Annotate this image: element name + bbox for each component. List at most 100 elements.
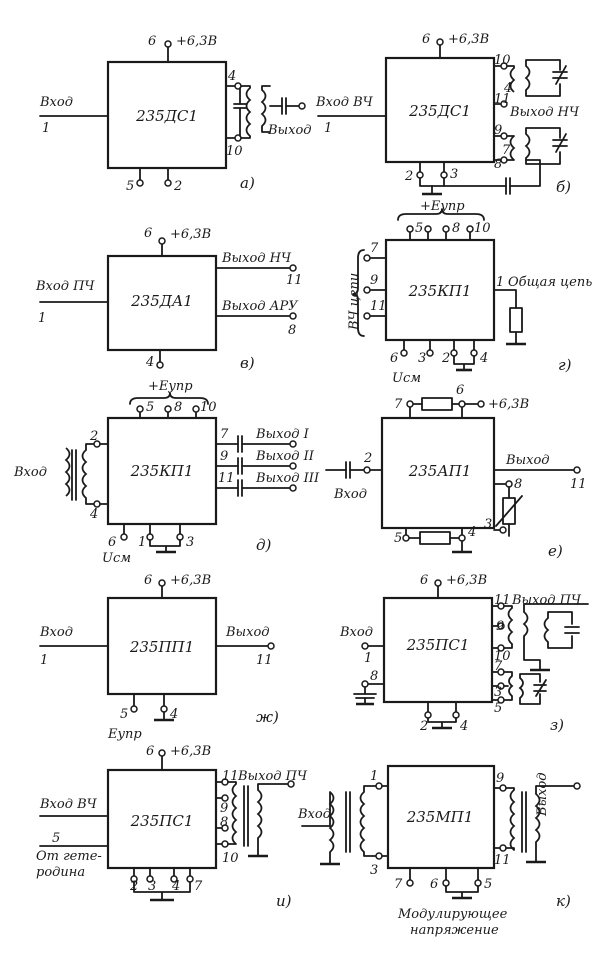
pin-g-11: 11 <box>370 299 387 314</box>
output-label-z: Выход ПЧ <box>511 593 582 608</box>
pin-a-5: 5 <box>126 179 134 194</box>
output2-label-d: Выход II <box>255 449 315 464</box>
pin-z-7: 7 <box>494 659 503 674</box>
output-label-zh: Выход <box>225 625 270 640</box>
output1-label-d: Выход I <box>255 427 310 442</box>
chip-label-k: 235МП1 <box>406 808 474 826</box>
chip-box-d <box>106 416 218 526</box>
pin-e-4: 4 <box>467 525 476 540</box>
pin-v-1: 1 <box>38 311 46 326</box>
output-label-a: Выход <box>267 123 312 138</box>
pin-i-3: 3 <box>148 879 156 894</box>
chip-label-b: 235ДС1 <box>408 102 471 120</box>
input-label-z: Вход <box>339 625 373 640</box>
pin-z-8: 8 <box>370 669 378 684</box>
panel-tag-a: а) <box>240 174 255 192</box>
output-label-i: Выход ПЧ <box>237 769 308 784</box>
panel-a: 235ДС1 6 +6,3В Вход 1 4 10 Выход 5 2 а) <box>39 34 312 194</box>
input-label-i: Вход ВЧ <box>39 797 98 812</box>
panel-k: 235МП1 Вход 1 3 9 11 Выход 7 6 5 Модулир… <box>297 764 581 938</box>
pin-z-10: 10 <box>494 649 511 664</box>
pin-i-7: 7 <box>194 879 203 894</box>
chip-label-d: 235КП1 <box>130 462 194 480</box>
input-label-zh: Вход <box>39 625 73 640</box>
supply-zh: +6,3В <box>170 573 211 588</box>
pin-k-6: 6 <box>430 877 438 892</box>
chip-box-a <box>106 60 228 170</box>
pin-v-6: 6 <box>144 226 152 241</box>
chip-label-a: 235ДС1 <box>135 107 198 125</box>
panel-zh: 235ПП1 6 +6,3В Вход 1 Выход 11 5 4 Eупр … <box>39 573 279 742</box>
panel-e: 235АП1 7 6 +6,3В 2 Вход Выход 11 8 3 5 4… <box>325 383 587 560</box>
pin-z-4: 4 <box>459 719 468 734</box>
panel-g: 235КП1 +Eупр 5 8 10 ВЧ цепи 7 9 11 1 Общ… <box>347 199 592 386</box>
output-label-e: Выход <box>505 453 550 468</box>
oscillator-label-line1-i: От гете- <box>36 849 102 864</box>
chip-label-v: 235ДА1 <box>130 292 193 310</box>
output3-label-d: Выход III <box>255 471 320 486</box>
supply-a: +6,3В <box>176 34 217 49</box>
pin-i-6: 6 <box>146 744 154 759</box>
pin-a-2: 2 <box>173 179 182 194</box>
panel-z: 235ПС1 6 +6,3В Вход 1 8 11 Выход ПЧ 9 10… <box>339 573 589 734</box>
pin-k-7: 7 <box>394 877 403 892</box>
pin-zh-11: 11 <box>256 653 273 668</box>
bias-label-g: Uсм <box>392 371 421 386</box>
common-label-g: Общая цепь <box>508 275 592 290</box>
pin-b-2: 2 <box>404 169 413 184</box>
output1-label-v: Выход НЧ <box>221 251 292 266</box>
pin-e-3: 3 <box>484 517 492 532</box>
pin-e-8: 8 <box>514 477 522 492</box>
pin-b-8: 8 <box>494 157 502 172</box>
pin-d-6: 6 <box>108 535 116 550</box>
control-label-g: +Eупр <box>420 199 465 214</box>
pin-zh-1: 1 <box>40 653 48 668</box>
pin-a-4: 4 <box>227 69 236 84</box>
pin-b-10: 10 <box>494 53 511 68</box>
panel-i: 235ПС1 6 +6,3В Вход ВЧ 5 От гете- родина… <box>36 744 308 910</box>
pin-d-11: 11 <box>218 471 235 486</box>
input-label-v: Вход ПЧ <box>35 279 95 294</box>
panel-tag-i: и) <box>276 892 292 910</box>
pin-d-10: 10 <box>200 400 217 415</box>
pin-z-5: 5 <box>494 701 502 716</box>
pin-b-6: 6 <box>422 32 430 47</box>
panel-d: 235КП1 +Eупр 5 8 10 Вход 2 4 7 Выход I 9… <box>13 379 320 566</box>
supply-e: +6,3В <box>488 397 529 412</box>
output2-label-v: Выход АРУ <box>221 299 299 314</box>
pin-b-11: 11 <box>494 92 511 107</box>
panel-tag-d: д) <box>256 536 272 554</box>
pin-i-8: 8 <box>220 815 228 830</box>
panel-tag-e: е) <box>548 542 563 560</box>
pin-z-1: 1 <box>364 651 372 666</box>
pin-zh-4: 4 <box>169 707 178 722</box>
pin-i-9: 9 <box>220 801 228 816</box>
supply-z: +6,3В <box>446 573 487 588</box>
pin-d-8: 8 <box>174 400 182 415</box>
pin-v-8: 8 <box>288 323 296 338</box>
pin-g-5: 5 <box>415 221 423 236</box>
pin-g-7: 7 <box>370 241 379 256</box>
output-label-b: Выход НЧ <box>509 105 580 120</box>
pin-g-2: 2 <box>441 351 450 366</box>
control-label-d: +Eупр <box>148 379 193 394</box>
pin-e-2: 2 <box>363 451 372 466</box>
pin-e-5: 5 <box>394 531 402 546</box>
pin-d-2: 2 <box>89 429 98 444</box>
pin-d-7: 7 <box>220 427 229 442</box>
pin-d-5: 5 <box>146 400 154 415</box>
pin-d-3: 3 <box>186 535 194 550</box>
panel-b: 235ДС1 6 +6,3В Вход ВЧ 1 10 11 Выход НЧ … <box>315 32 580 196</box>
supply-b: +6,3В <box>448 32 489 47</box>
pin-zh-5: 5 <box>120 707 128 722</box>
panel-tag-zh: ж) <box>256 708 279 726</box>
pin-i-10: 10 <box>222 851 239 866</box>
panel-tag-z: з) <box>550 716 564 734</box>
input-label-k: Вход <box>297 807 331 822</box>
input-label-d: Вход <box>13 465 47 480</box>
modulation-label-line1-k: Модулирующее <box>397 907 508 922</box>
pin-g-10: 10 <box>474 221 491 236</box>
pin-i-5: 5 <box>52 831 60 846</box>
pin-b-4: 4 <box>503 81 512 96</box>
